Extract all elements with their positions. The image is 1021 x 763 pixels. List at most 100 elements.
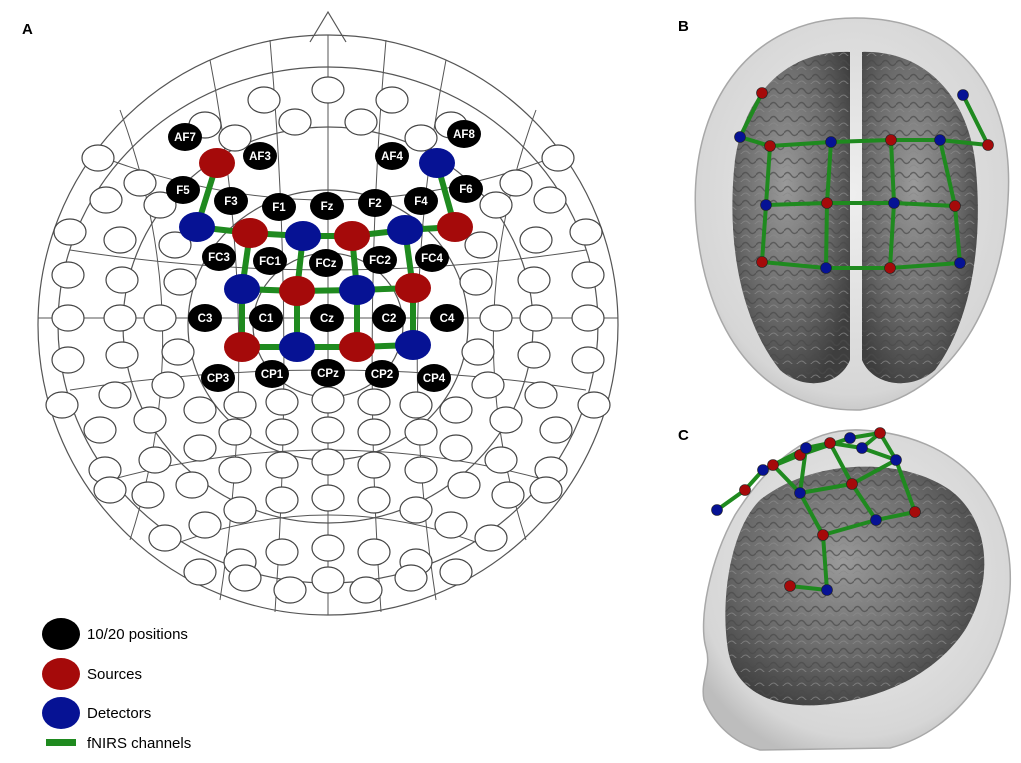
panel-c-label: C <box>678 427 689 444</box>
empty-electrode <box>461 338 495 366</box>
empty-electrode <box>474 524 508 552</box>
source-optode <box>339 332 375 362</box>
empty-electrode <box>434 511 468 539</box>
legend-detectors: Detectors <box>87 705 151 722</box>
detector-optode <box>224 274 260 304</box>
fnirs-channel-3d <box>888 261 962 270</box>
empty-electrode <box>439 558 473 586</box>
source-optode-3d <box>909 506 921 518</box>
source-optode-3d <box>756 256 768 268</box>
empty-electrode <box>447 471 481 499</box>
position-af3 <box>243 142 277 170</box>
position-label: F3 <box>224 196 237 208</box>
empty-electrode <box>311 416 345 444</box>
nose-marker <box>309 10 347 43</box>
empty-electrode <box>175 471 209 499</box>
legend-channels: fNIRS channels <box>87 735 191 752</box>
empty-electrode <box>218 124 252 152</box>
fnirs-channel-3d <box>894 458 917 514</box>
legend: 10/20 positions Sources Detectors fNIRS … <box>42 618 191 752</box>
source-optode-3d <box>767 459 779 471</box>
position-label: CP2 <box>371 369 393 381</box>
detector-optode-3d <box>757 464 769 476</box>
position-label: FC3 <box>208 252 230 264</box>
fnirs-channel-3d <box>961 93 990 147</box>
position-af7 <box>168 123 202 151</box>
empty-electrode <box>311 386 345 414</box>
source-optode <box>232 218 268 248</box>
empty-electrode-positions <box>45 76 611 604</box>
detector-optode-3d <box>760 199 772 211</box>
position-label: F2 <box>368 198 381 210</box>
source-optode-3d <box>756 87 768 99</box>
source-optode-3d <box>817 529 829 541</box>
empty-electrode <box>571 261 605 289</box>
position-label: CPz <box>317 368 339 380</box>
source-optode-3d <box>874 427 886 439</box>
source-optode <box>334 221 370 251</box>
fnirs-channel-3d <box>768 140 833 148</box>
empty-electrode <box>265 388 299 416</box>
source-optode-3d <box>884 262 896 274</box>
fnirs-channel-3d <box>764 144 772 207</box>
empty-electrode <box>439 434 473 462</box>
empty-electrode <box>517 266 551 294</box>
source-optode-3d <box>784 580 796 592</box>
empty-electrode <box>81 144 115 172</box>
panel-b-label: B <box>678 18 689 35</box>
empty-electrode <box>138 446 172 474</box>
position-label: F1 <box>272 202 286 214</box>
detector-optode <box>387 215 423 245</box>
fnirs-channel-3d <box>892 201 957 208</box>
empty-electrode <box>265 451 299 479</box>
empty-electrode <box>394 564 428 592</box>
empty-electrode <box>183 434 217 462</box>
empty-electrode <box>247 86 281 114</box>
fnirs-channel-3d <box>738 91 764 139</box>
empty-electrode <box>163 268 197 296</box>
detector-optode-3d <box>954 257 966 269</box>
position-cp4 <box>417 364 451 392</box>
empty-electrode <box>357 486 391 514</box>
position-label: F6 <box>459 184 472 196</box>
empty-electrode <box>188 511 222 539</box>
detector-optode-3d <box>888 197 900 209</box>
empty-electrode <box>571 346 605 374</box>
detector-optode <box>279 332 315 362</box>
source-optode-3d <box>982 139 994 151</box>
empty-electrode <box>123 169 157 197</box>
position-label: AF8 <box>453 129 475 141</box>
empty-electrode <box>148 524 182 552</box>
detector-optode <box>179 212 215 242</box>
position-cz <box>310 304 344 332</box>
empty-electrode <box>228 564 262 592</box>
empty-electrode <box>265 538 299 566</box>
fnirs-channel-3d <box>824 201 829 270</box>
empty-electrode <box>143 191 177 219</box>
position-cpz <box>311 359 345 387</box>
detector-optode-3d <box>794 487 806 499</box>
empty-electrode <box>311 76 345 104</box>
detector-optode-3d <box>870 514 882 526</box>
empty-electrode <box>479 304 513 332</box>
source-optode-3d <box>764 140 776 152</box>
empty-electrode <box>265 486 299 514</box>
position-fz <box>310 192 344 220</box>
empty-electrode <box>524 381 558 409</box>
empty-electrode <box>83 416 117 444</box>
empty-electrode <box>577 391 611 419</box>
empty-electrode <box>93 476 127 504</box>
fnirs-channel-3d <box>771 463 802 495</box>
detector-optode-3d <box>821 584 833 596</box>
brain-top-view <box>732 51 978 384</box>
position-label: FC1 <box>259 256 281 268</box>
source-optode-3d <box>846 478 858 490</box>
detector-optode <box>339 275 375 305</box>
empty-electrode <box>344 108 378 136</box>
detector-optode <box>419 148 455 178</box>
fnirs-channel-3d <box>825 140 833 205</box>
position-cp1 <box>255 360 289 388</box>
empty-electrode <box>265 418 299 446</box>
